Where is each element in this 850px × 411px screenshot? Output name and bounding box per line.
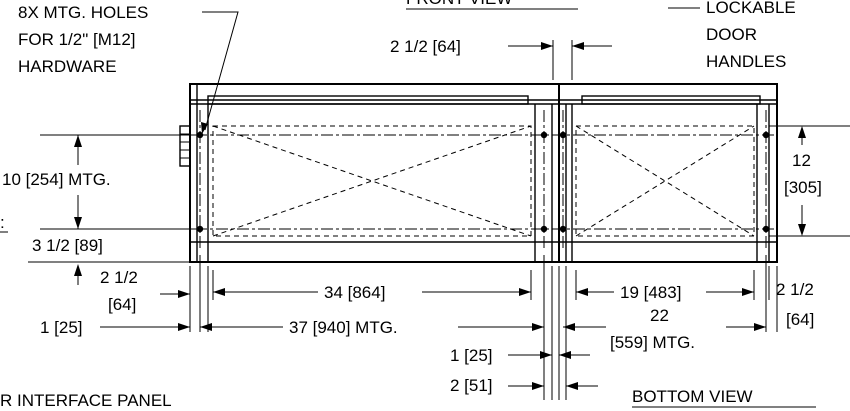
front-view-title: FRONT VIEW xyxy=(406,0,512,8)
right-height-label-2: [305] xyxy=(784,178,822,197)
hole-centerlines xyxy=(195,110,775,250)
left-bottom-offset-dimension: 3 1/2 [89] xyxy=(28,236,190,285)
top-gap-dimension: 2 1/2 [64] xyxy=(390,37,612,80)
left-vertical-label: 10 [254] MTG. xyxy=(2,170,111,189)
right-panel-dashed xyxy=(575,125,755,237)
colon-fragment: : xyxy=(0,213,5,232)
right-mtg-label-2: [559] MTG. xyxy=(610,333,695,352)
interface-panel-label: R INTERFACE PANEL xyxy=(0,391,172,410)
right-inner-width-label: 19 [483] xyxy=(620,283,681,302)
left-small-dimension: 1 [25] xyxy=(40,255,201,337)
mtg-holes-label-3: HARDWARE xyxy=(18,57,117,76)
right-edge-label-1: 2 1/2 xyxy=(776,280,814,299)
right-edge-label-2: [64] xyxy=(786,310,814,329)
center-gap-dimensions: 1 [25] 2 [51] xyxy=(450,266,598,400)
door-handles-label-1: LOCKABLE xyxy=(706,0,796,17)
top-gap-label: 2 1/2 [64] xyxy=(390,37,461,56)
door-handles-label-3: HANDLES xyxy=(706,52,786,71)
center-gap-1-label: 1 [25] xyxy=(450,346,493,365)
right-height-dimension: 12 [305] xyxy=(769,125,850,237)
mtg-holes-callout: 8X MTG. HOLES FOR 1/2" [M12] HARDWARE xyxy=(18,3,239,134)
left-small-label: 1 [25] xyxy=(40,318,83,337)
left-edge-label-2: [64] xyxy=(108,295,136,314)
bottom-view-title: BOTTOM VIEW xyxy=(632,387,753,406)
right-edge-dimension: 2 1/2 [64] xyxy=(768,266,814,332)
mounting-holes xyxy=(196,131,770,233)
door-handles-label-2: DOOR xyxy=(706,25,757,44)
left-edge-label-1: 2 1/2 xyxy=(100,268,138,287)
left-mtg-width-dimension: 37 [940] MTG. xyxy=(200,255,545,400)
right-mtg-label-1: 22 xyxy=(650,306,669,325)
mtg-holes-label-2: FOR 1/2" [M12] xyxy=(18,30,136,49)
left-edge-dimension: 2 1/2 [64] xyxy=(100,266,209,332)
left-panel-dashed xyxy=(212,125,532,237)
left-inner-width-label: 34 [864] xyxy=(324,283,385,302)
mtg-holes-label-1: 8X MTG. HOLES xyxy=(18,3,148,22)
left-bottom-offset-label: 3 1/2 [89] xyxy=(32,236,103,255)
door-handles-callout: LOCKABLE DOOR HANDLES xyxy=(668,0,796,71)
right-inner-width-dimension: 19 [483] xyxy=(575,270,755,302)
left-mtg-width-label: 37 [940] MTG. xyxy=(289,318,398,337)
center-gap-2-label: 2 [51] xyxy=(450,376,493,395)
left-inner-width-dimension: 34 [864] xyxy=(212,270,532,302)
cabinet-outline xyxy=(189,83,778,263)
left-vertical-dimension: 10 [254] MTG. : xyxy=(0,134,197,233)
right-height-label-1: 12 xyxy=(792,151,811,170)
interface-connector xyxy=(179,125,191,167)
right-mtg-width-dimension: 22 [559] MTG. xyxy=(563,255,767,352)
